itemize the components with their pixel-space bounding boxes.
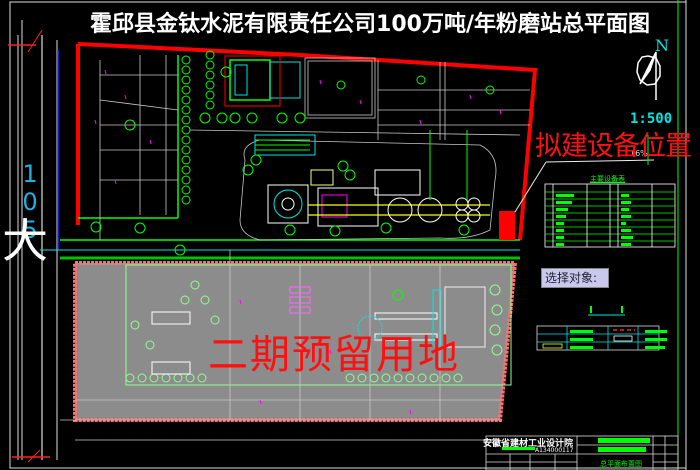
road-char: 5 [22,216,38,244]
equipment-table-grid [544,183,676,248]
title-block-drawing-name: 总平面布置图 [600,460,642,468]
road-width-label: 1 0 5 [20,160,40,244]
road-char: 1 [22,160,38,188]
title-block-certificate: A134000117 [535,447,574,454]
scale-label: 1:500 [630,111,673,127]
road-char: 0 [22,188,38,216]
drawing-title: 霍邱县金钛水泥有限责任公司100万吨/年粉磨站总平面图 [90,12,650,37]
command-prompt-select-objects[interactable]: 选择对象: [541,268,609,288]
title-block-grid [485,435,679,470]
proposed-equipment-label: 拟建设备位置 [535,131,692,162]
road-name-char: 大 [2,214,48,268]
north-label: N [655,36,669,55]
title-block-company: 安徽省建材工业设计院 [483,439,574,449]
slope-label: 16% [630,149,648,158]
phase2-reserved-land-label: 二期预留用地 [208,332,460,378]
equipment-table-title: 主要设备表 [590,175,625,183]
proposed-equipment-block [499,211,515,240]
